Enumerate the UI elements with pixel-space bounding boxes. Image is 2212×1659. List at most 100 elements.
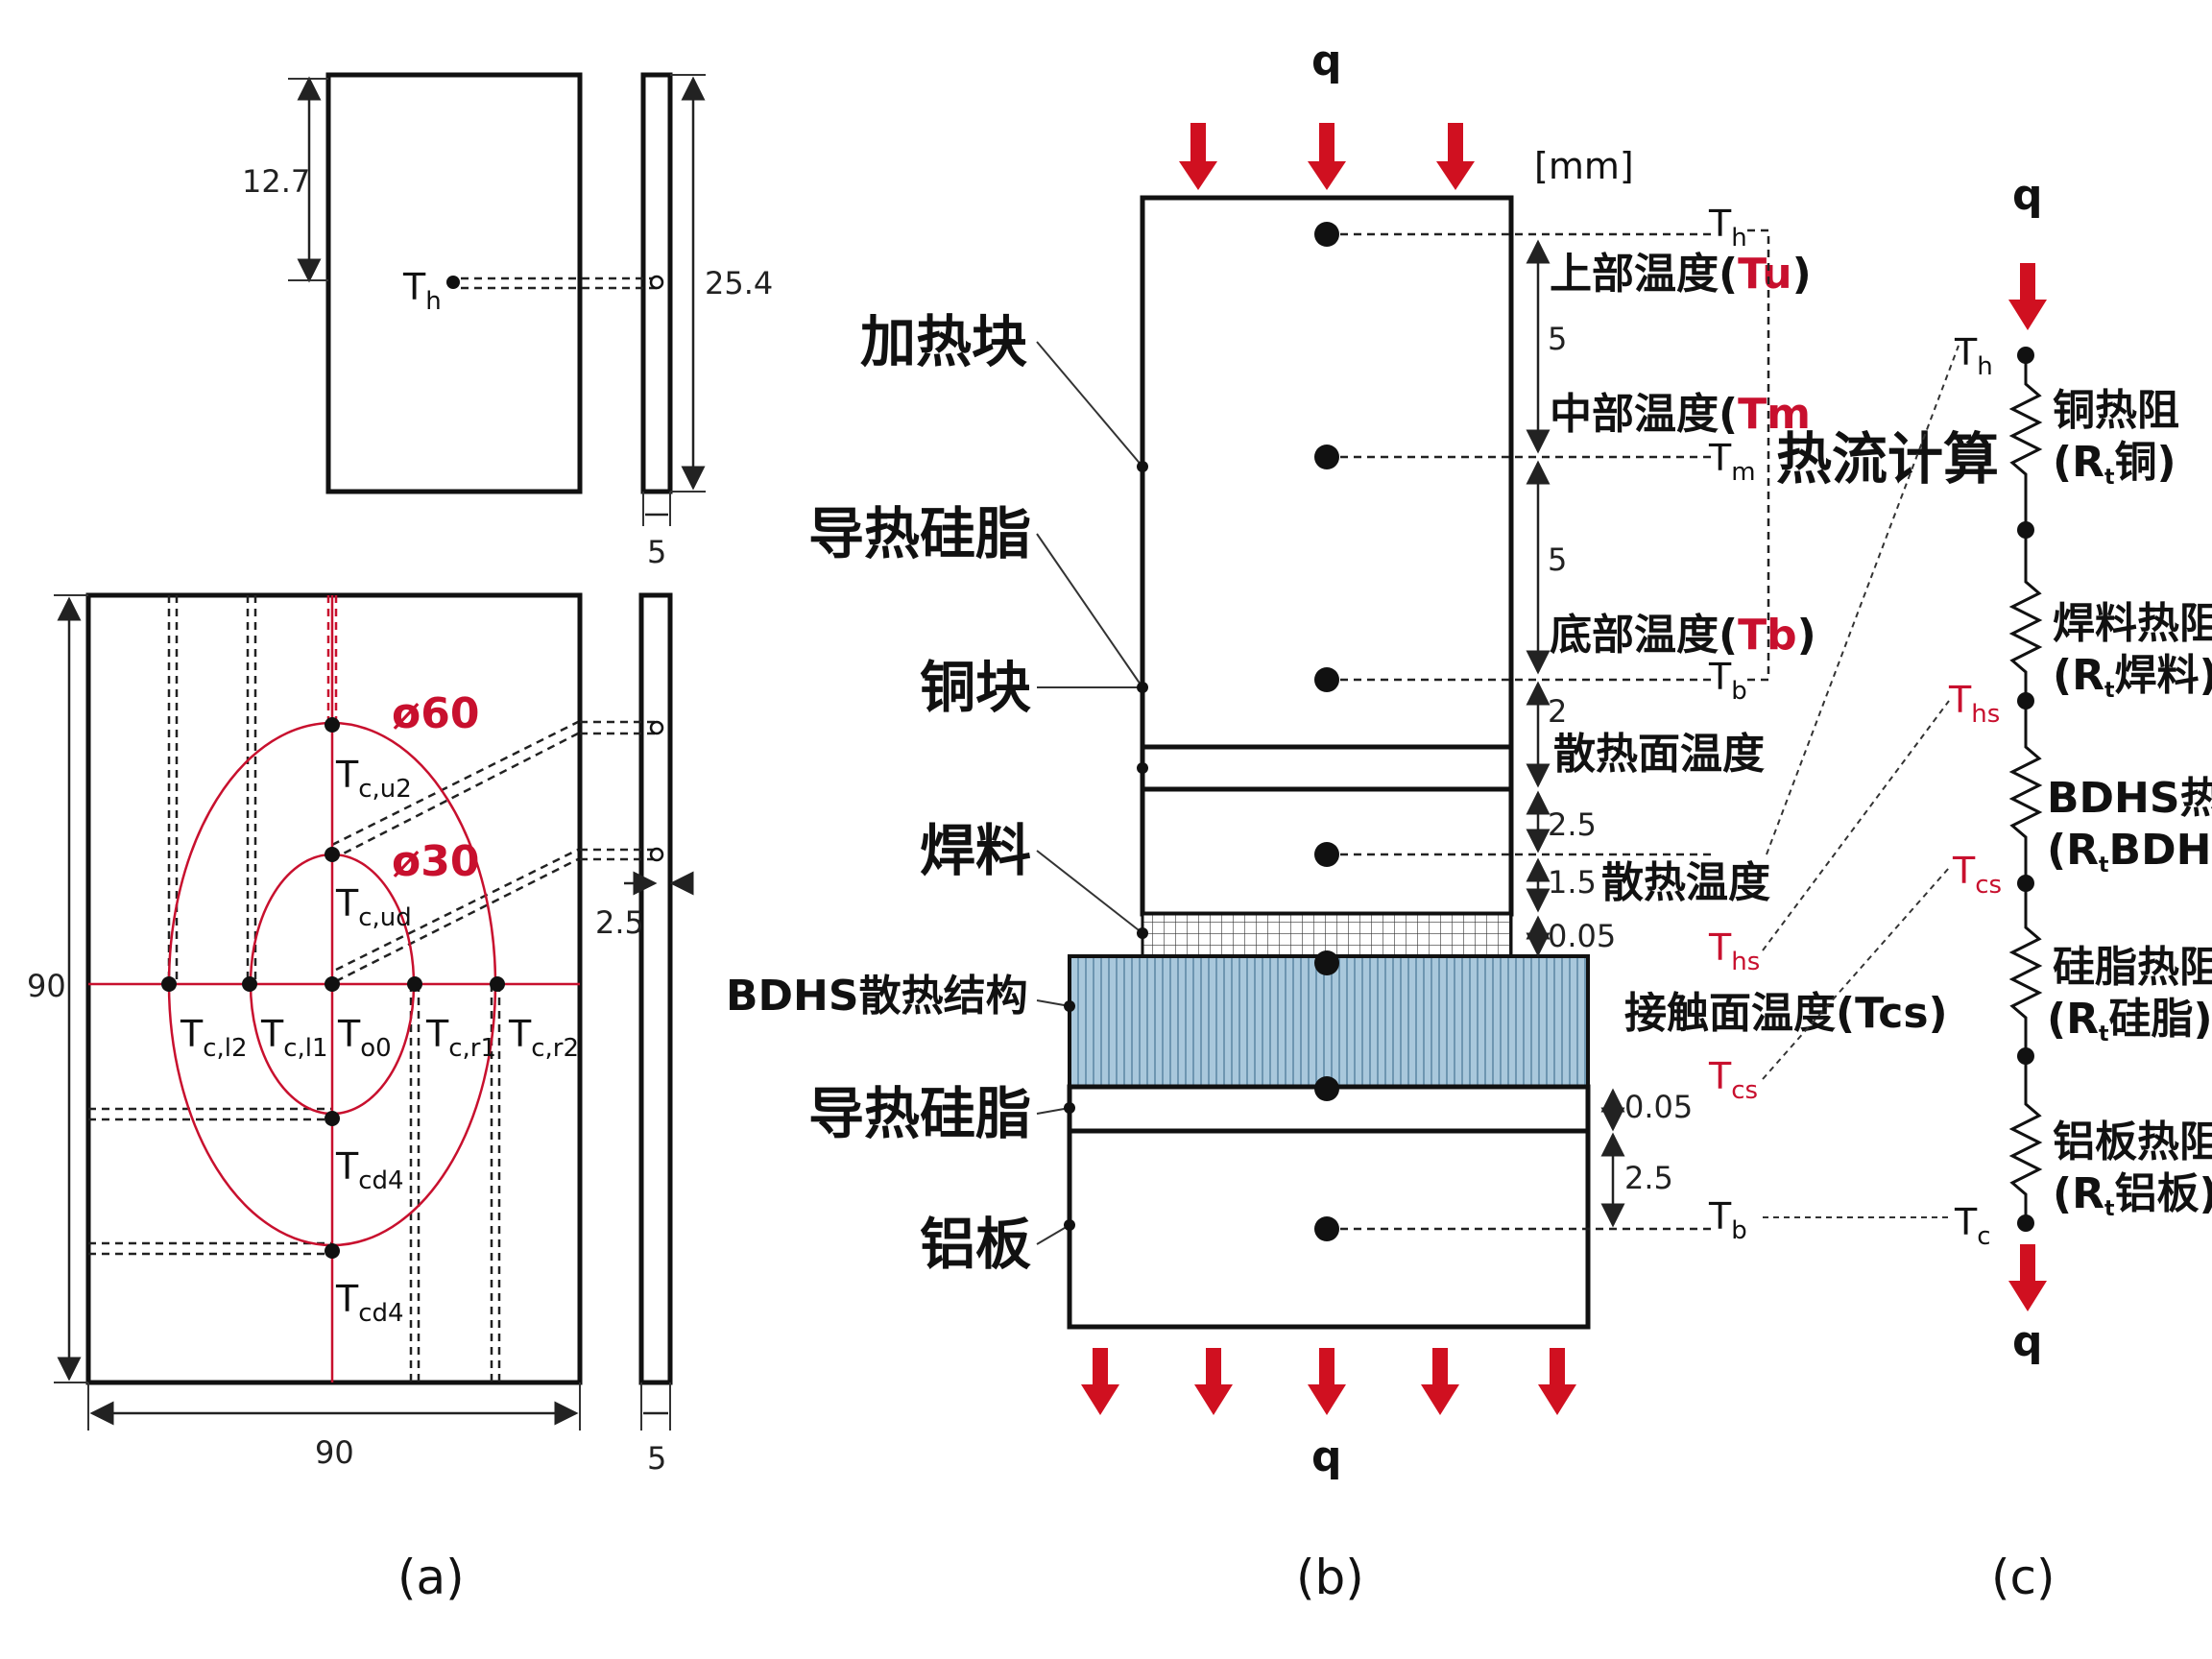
q-c-top: q	[2012, 171, 2043, 220]
dim-12-7: 12.7	[242, 163, 310, 200]
lbl-tcl1: Tc,l1	[260, 1013, 328, 1063]
arrow-c-top	[2008, 263, 2047, 330]
top-plate-side	[640, 72, 673, 494]
lbl-tcu2: Tc,u2	[335, 754, 412, 804]
temp-middle: 中部温度(Tm	[1550, 390, 1811, 439]
grease-layer-top	[1140, 744, 1514, 792]
lbl-tcd4-a: Tcd4	[335, 1145, 404, 1195]
solder-layer	[1141, 912, 1513, 958]
node-mid-1	[2017, 521, 2034, 539]
label-heating-block: 加热块	[860, 309, 1027, 374]
pt-right-inner	[407, 976, 422, 992]
q-bottom: q	[1311, 1432, 1342, 1481]
pt-right-outer	[490, 976, 505, 992]
label-grease-top: 导热硅脂	[808, 501, 1031, 566]
resistor-chain	[2008, 355, 2043, 1223]
lbl-to0: To0	[337, 1013, 392, 1063]
probe-th-b: Th	[1708, 203, 1747, 252]
res-bdhs-sym: (RtBDHS)	[2047, 826, 2212, 878]
heat-flow-calc: 热流计算	[1776, 426, 1999, 492]
dim-90-v: 90	[27, 968, 66, 1004]
temp-contact: 接触面温度(Tcs)	[1624, 989, 1948, 1038]
dim-5b: 5	[1548, 541, 1567, 578]
dim-90-h: 90	[315, 1434, 354, 1471]
panel-c: q Th Ths Tcs Tc 铜热阻 (Rt铜) 焊料热阻 (Rt焊料) BD…	[1948, 171, 2212, 1605]
dim-5a: 5	[1548, 321, 1567, 357]
res-bdhs-name: BDHS热阻	[2047, 774, 2212, 823]
dim-2: 2	[1548, 693, 1567, 730]
label-aluminum: 铝板	[920, 1212, 1031, 1277]
probe-th-label: Th	[402, 266, 442, 316]
probe-hole-top	[649, 275, 664, 290]
dot-copper	[1314, 842, 1339, 867]
caption-a: (a)	[397, 1550, 465, 1605]
lbl-tcd4-b: Tcd4	[335, 1278, 404, 1328]
node-tcs	[2017, 875, 2034, 892]
res-al-name: 铝板热阻	[2053, 1118, 2212, 1166]
main-plate-front	[85, 592, 583, 1385]
label-copper: 铜块	[920, 655, 1031, 720]
res-grease-name: 硅脂热阻	[2053, 943, 2212, 992]
node-tc	[2017, 1214, 2034, 1232]
node-label-tc: Tc	[1954, 1201, 1991, 1251]
temp-solder: 散热温度	[1601, 858, 1770, 907]
dot-th	[1314, 222, 1339, 247]
dim-0-05a: 0.05	[1548, 918, 1616, 954]
arrow-c-bottom	[2008, 1244, 2047, 1311]
dim-2-5: 2.5	[595, 904, 644, 941]
res-grease-sym: (Rt硅脂)	[2047, 995, 2212, 1046]
main-plate-side	[638, 592, 673, 1385]
unit-mm: [mm]	[1534, 145, 1634, 187]
q-top: q	[1311, 36, 1342, 85]
dim-main-thick: 5	[647, 1440, 666, 1477]
res-solder-sym: (Rt焊料)	[2053, 651, 2212, 703]
link-lines	[1762, 345, 1960, 1218]
probe-hole-side-2	[649, 847, 664, 862]
node-mid-2	[2017, 1047, 2034, 1065]
dim-1-5: 1.5	[1548, 864, 1597, 901]
pt-left-inner	[242, 976, 257, 992]
probe-tcs-b: Tcs	[1708, 1055, 1758, 1105]
pt-top-outer	[325, 717, 340, 733]
caption-b: (b)	[1296, 1550, 1364, 1605]
dim-2-5b: 2.5	[1548, 806, 1597, 843]
pt-bottom-inner	[325, 1111, 340, 1126]
lbl-tcr2: Tc,r2	[508, 1013, 579, 1063]
dim-2-5c: 2.5	[1624, 1160, 1673, 1196]
dot-tm	[1314, 445, 1339, 469]
probe-tm-b: Tm	[1708, 437, 1756, 487]
pt-center	[325, 976, 340, 992]
res-al-sym: (Rt铝板)	[2053, 1169, 2212, 1221]
res-copper-sym: (Rt铜)	[2053, 438, 2176, 490]
panel-b: q [mm] 加热块 导热硅脂	[726, 36, 1999, 1605]
caption-c: (c)	[1991, 1550, 2056, 1605]
pt-top-inner	[325, 847, 340, 862]
pt-left-outer	[161, 976, 177, 992]
node-label-th: Th	[1954, 331, 1993, 381]
panel-a: 12.7 25.4 5 Th	[27, 72, 773, 1605]
temp-bottom: 底部温度(Tb)	[1550, 611, 1816, 660]
bdhs-structure	[1068, 954, 1590, 1089]
dot-ths	[1314, 950, 1339, 975]
res-solder-name: 焊料热阻	[2053, 599, 2212, 648]
pt-bottom-outer	[325, 1243, 340, 1259]
label-bdhs: BDHS散热结构	[726, 972, 1028, 1021]
probe-tb-b: Tb	[1708, 656, 1747, 706]
heating-block	[1140, 195, 1514, 750]
top-arrows	[1179, 123, 1475, 190]
lbl-tcud: Tc,ud	[335, 882, 412, 932]
node-ths	[2017, 692, 2034, 709]
lbl-tcr1: Tc,r1	[425, 1013, 496, 1063]
node-label-tcs: Tcs	[1952, 850, 2002, 900]
bottom-arrows	[1081, 1348, 1576, 1415]
dot-tcs	[1314, 1076, 1339, 1101]
temp-upper: 上部温度(Tu)	[1550, 250, 1812, 299]
res-copper-name: 铜热阻	[2053, 386, 2179, 435]
temp-heatsurf: 散热面温度	[1553, 730, 1765, 779]
label-d30: ø30	[392, 837, 479, 886]
lbl-tcl2: Tc,l2	[180, 1013, 248, 1063]
dim-25-4: 25.4	[705, 265, 773, 301]
probe-th-dot	[446, 276, 460, 289]
dim-top-thick: 5	[647, 534, 666, 570]
label-solder: 焊料	[920, 818, 1031, 883]
